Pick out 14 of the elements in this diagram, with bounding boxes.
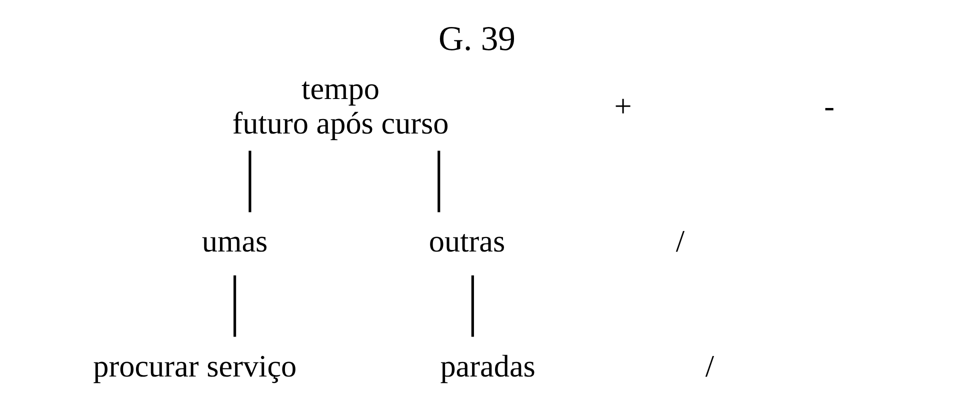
label: /	[676, 224, 685, 259]
connector	[471, 275, 474, 337]
node-text: outras	[428, 224, 506, 259]
node-text: tempo futuro após curso	[232, 71, 449, 141]
connector	[248, 150, 252, 212]
node-text: umas	[202, 224, 268, 259]
node-text: paradas	[440, 348, 536, 384]
label: /	[705, 348, 714, 384]
node-text: procurar serviço	[93, 348, 297, 384]
diagram-title: G. 39	[438, 20, 516, 58]
connector	[438, 150, 440, 212]
connector	[233, 275, 236, 337]
label: +	[614, 88, 632, 124]
label: -	[824, 88, 834, 124]
